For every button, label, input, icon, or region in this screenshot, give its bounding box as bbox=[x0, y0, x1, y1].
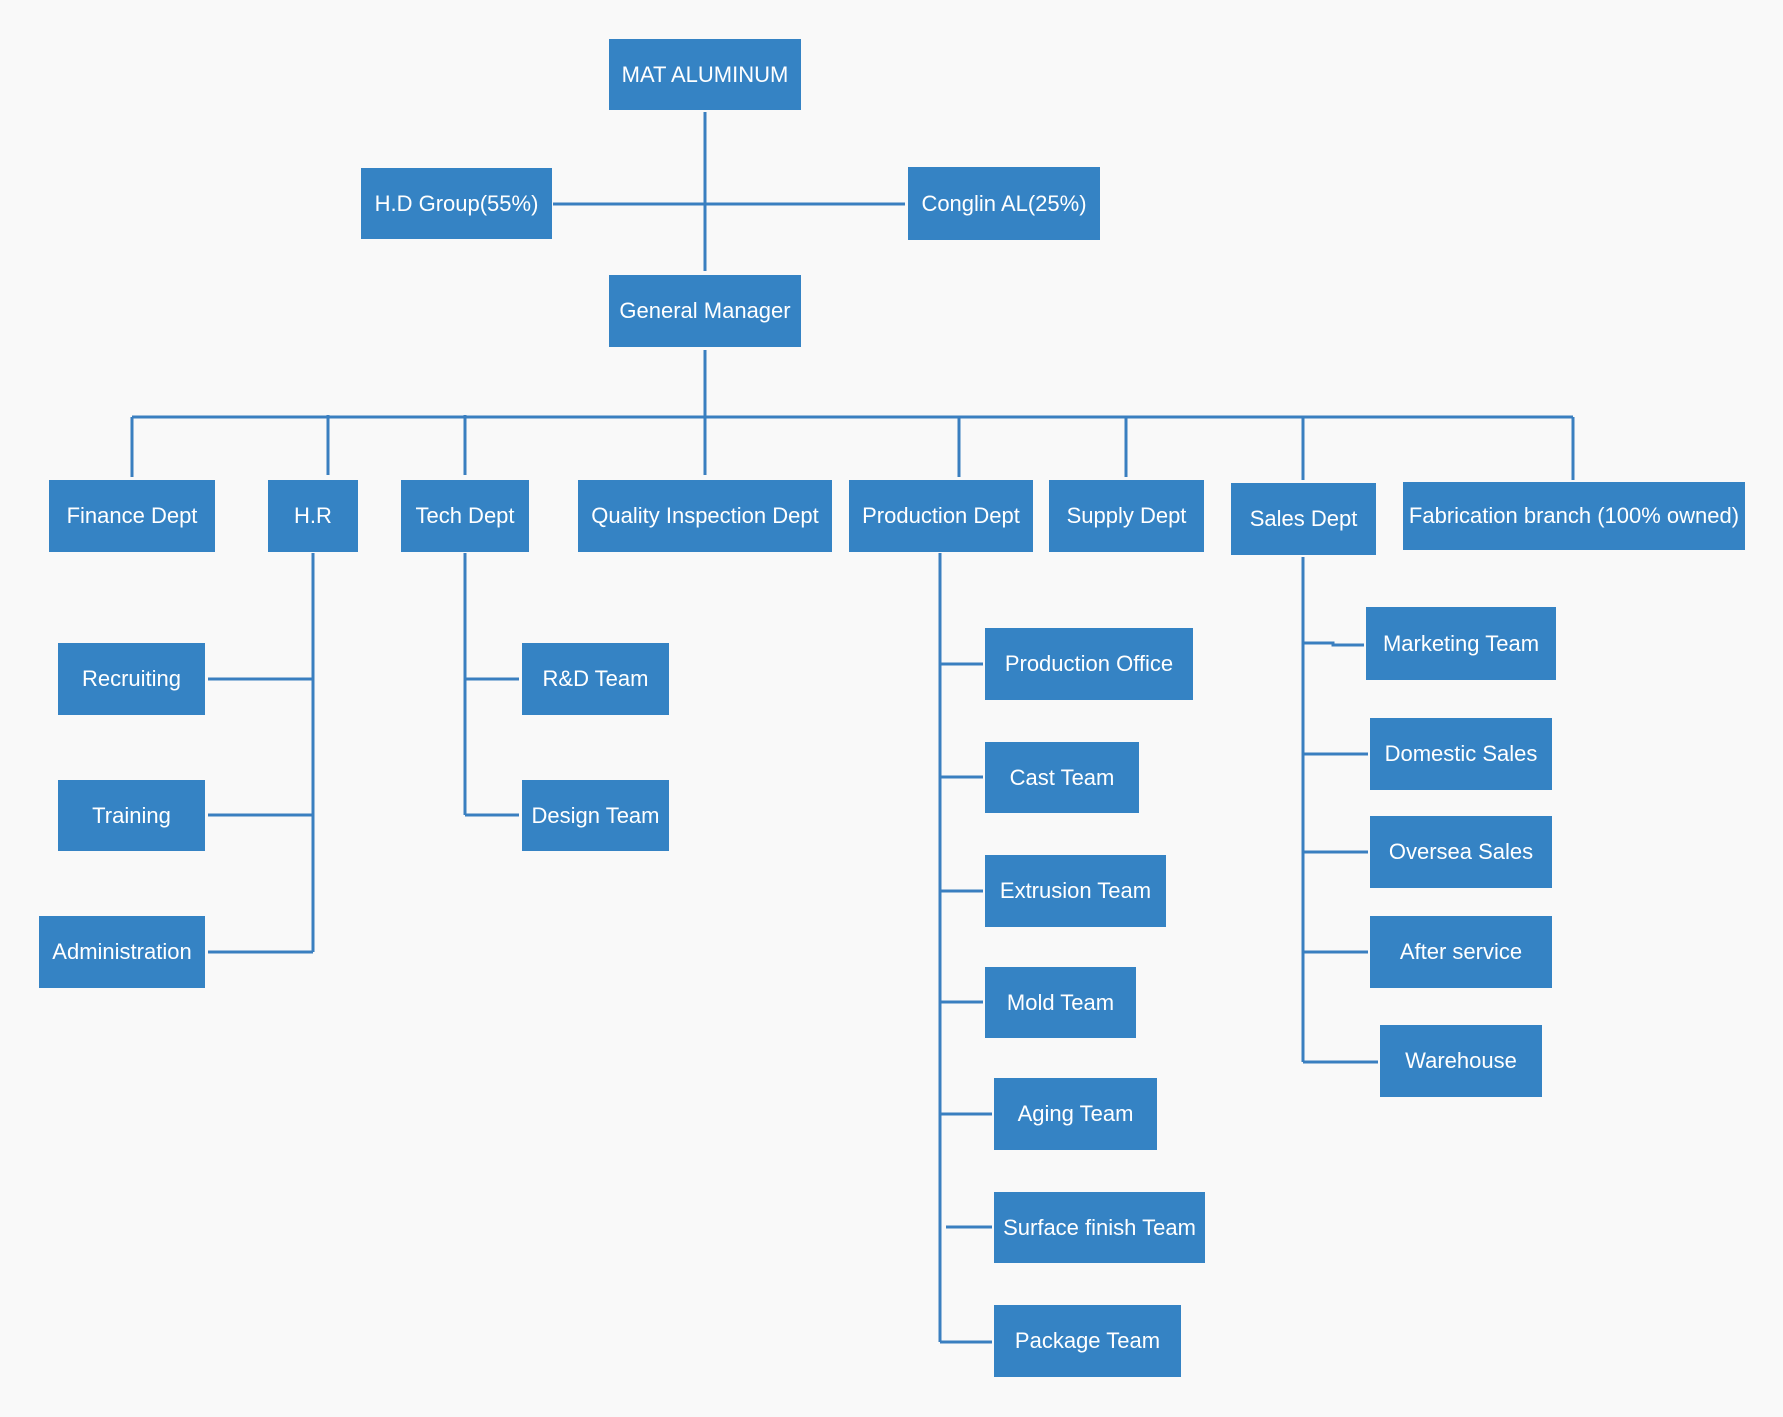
node-general-manager: General Manager bbox=[609, 275, 801, 347]
connector-marketing bbox=[1303, 641, 1364, 647]
node-conglin: Conglin AL(25%) bbox=[908, 167, 1100, 240]
node-training: Training bbox=[58, 780, 205, 851]
node-quality-dept: Quality Inspection Dept bbox=[578, 480, 832, 552]
node-hd-group: H.D Group(55%) bbox=[361, 168, 552, 239]
node-domestic-sales: Domestic Sales bbox=[1370, 718, 1552, 790]
node-production-dept: Production Dept bbox=[849, 480, 1033, 552]
node-cast-team: Cast Team bbox=[985, 742, 1139, 813]
node-oversea-sales: Oversea Sales bbox=[1370, 816, 1552, 888]
node-marketing-team: Marketing Team bbox=[1366, 607, 1556, 680]
node-rd-team: R&D Team bbox=[522, 643, 669, 715]
node-after-service: After service bbox=[1370, 916, 1552, 988]
node-tech-dept: Tech Dept bbox=[401, 480, 529, 552]
node-hr: H.R bbox=[268, 480, 358, 552]
node-sales-dept: Sales Dept bbox=[1231, 483, 1376, 555]
node-administration: Administration bbox=[39, 916, 205, 988]
node-aging-team: Aging Team bbox=[994, 1078, 1157, 1150]
node-surface-finish-team: Surface finish Team bbox=[994, 1192, 1205, 1263]
node-fabrication-branch: Fabrication branch (100% owned) bbox=[1403, 482, 1745, 550]
node-production-office: Production Office bbox=[985, 628, 1193, 700]
node-warehouse: Warehouse bbox=[1380, 1025, 1542, 1097]
node-design-team: Design Team bbox=[522, 780, 669, 851]
node-mold-team: Mold Team bbox=[985, 967, 1136, 1038]
node-package-team: Package Team bbox=[994, 1305, 1181, 1377]
node-root: MAT ALUMINUM bbox=[609, 39, 801, 110]
node-finance-dept: Finance Dept bbox=[49, 480, 215, 552]
node-supply-dept: Supply Dept bbox=[1049, 480, 1204, 552]
node-recruiting: Recruiting bbox=[58, 643, 205, 715]
node-extrusion-team: Extrusion Team bbox=[985, 855, 1166, 927]
